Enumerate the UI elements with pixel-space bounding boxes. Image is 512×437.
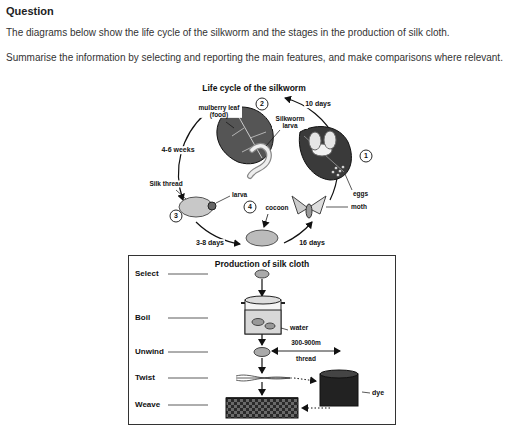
stage-leader <box>168 318 208 319</box>
stage-label: Weave <box>134 401 161 410</box>
callout-circle <box>256 98 268 110</box>
duration-label: 10 days <box>304 100 332 108</box>
callout-number: 3 <box>174 212 178 220</box>
cocoon <box>254 348 270 357</box>
process-panel: Production of silk cloth <box>128 255 396 425</box>
boiling-pot <box>281 302 285 304</box>
twisted-thread <box>236 375 292 381</box>
woven-cloth <box>226 397 298 399</box>
flow-arrow <box>261 279 262 296</box>
stage-leader <box>168 274 208 405</box>
part-label: Silkworm larva <box>272 115 308 129</box>
stage-label: Boil <box>134 314 151 323</box>
panel-title: Production of silk cloth <box>129 259 395 269</box>
egg-leaf <box>299 127 351 180</box>
question-text: The diagrams below show the life cycle o… <box>6 27 506 38</box>
boiling-pot <box>252 319 264 326</box>
diagram-title: Life cycle of the silkworm <box>201 84 306 93</box>
leader-line <box>362 392 370 393</box>
duration-label: 4-6 weeks <box>160 146 195 154</box>
duration-label: 3-8 days <box>195 239 225 247</box>
question-text: Summarise the information by selecting a… <box>6 52 506 63</box>
stage-leader <box>168 352 208 353</box>
leader-line <box>345 174 352 190</box>
boiling-pot <box>245 296 281 304</box>
cocoon <box>255 270 269 278</box>
dotted-arrow <box>294 378 330 408</box>
leader-line <box>326 207 348 208</box>
flow-arrow <box>261 358 262 373</box>
eggs <box>336 173 339 176</box>
part-label: mulberry leaf (food) <box>196 104 242 118</box>
flow-arrow <box>261 334 262 345</box>
dimension-arrow <box>272 351 340 352</box>
stage-label: Twist <box>134 374 156 383</box>
part-label: water <box>289 324 309 332</box>
leader-line <box>281 328 288 330</box>
egg-leaf <box>299 127 351 180</box>
stage-label: Unwind <box>134 348 165 357</box>
dotted-arrow <box>294 378 316 381</box>
callout-number: 1 <box>364 152 368 160</box>
heading: Question <box>6 5 54 17</box>
cocoon <box>246 230 278 246</box>
dye-pot <box>320 374 358 406</box>
duration-label: 16 days <box>298 239 326 247</box>
boiling-pot <box>241 296 285 334</box>
silkworm-larva <box>250 146 269 176</box>
eggs <box>338 169 341 172</box>
boiling-pot <box>265 323 275 329</box>
silkworm-larva <box>250 146 269 176</box>
eggs <box>334 166 337 169</box>
moth-on-leaf <box>324 131 336 149</box>
callout-number: 2 <box>260 100 264 108</box>
callout-circle <box>170 210 182 222</box>
leader-line <box>266 130 280 146</box>
leader-line <box>176 190 230 203</box>
woven-cloth <box>226 398 298 418</box>
dotted-arrow <box>302 408 330 409</box>
dye-pot <box>320 370 358 406</box>
moth <box>306 204 312 218</box>
callout-circle <box>244 201 256 213</box>
leader-line <box>216 196 230 203</box>
stage-leader <box>168 274 208 275</box>
leader-line <box>264 214 268 227</box>
callout-circle <box>360 150 372 162</box>
moth-on-leaf <box>309 132 321 150</box>
callout-circle <box>170 98 372 222</box>
eggs <box>341 165 344 168</box>
boiling-pot <box>241 302 245 304</box>
dye-pot <box>320 370 358 378</box>
woven-cloth <box>226 398 298 418</box>
callout-number: 4 <box>248 203 252 211</box>
eggs <box>331 170 334 173</box>
part-label: cocoon <box>264 204 289 211</box>
eggs <box>331 165 344 176</box>
dimension-label: 300-900m <box>290 339 322 346</box>
spinning-cocoon <box>179 197 216 217</box>
stage-label: Select <box>134 270 160 279</box>
moth <box>292 196 326 218</box>
part-label: larva <box>231 191 248 198</box>
stage-leader <box>168 405 208 406</box>
part-label: moth <box>350 203 368 210</box>
boiling-pot <box>245 300 281 334</box>
dimension-label: thread <box>295 355 317 362</box>
twisted-thread <box>236 378 292 379</box>
boiling-pot <box>245 310 281 334</box>
part-label: eggs <box>352 190 369 197</box>
moth-on-leaf <box>309 131 336 156</box>
stage-leader <box>168 378 208 379</box>
part-label: Silk thread <box>148 180 183 187</box>
flow-arrow <box>261 382 262 395</box>
part-label: dye <box>371 389 385 397</box>
leader-line <box>226 122 234 128</box>
silkworm-larva <box>250 146 269 176</box>
leader-line <box>176 190 186 199</box>
spinning-cocoon <box>208 202 216 210</box>
